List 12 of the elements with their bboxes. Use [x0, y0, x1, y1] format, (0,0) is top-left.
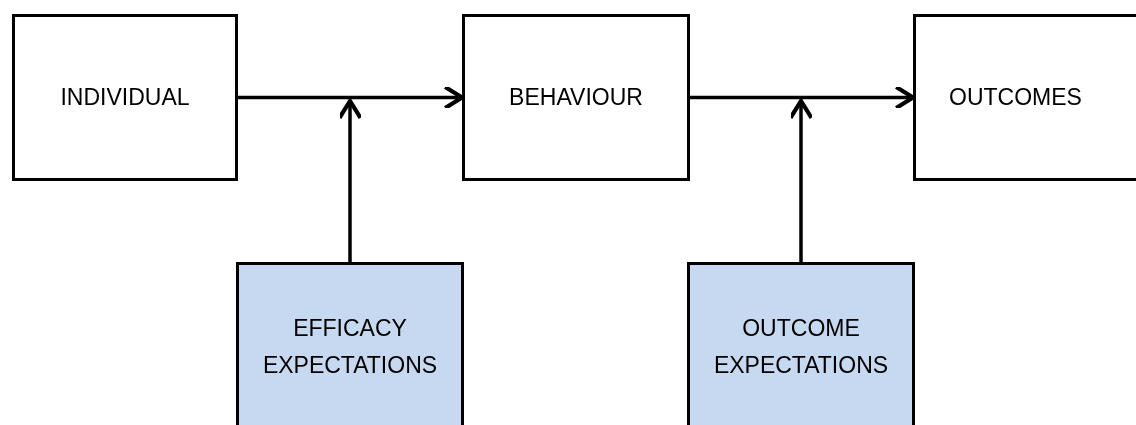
box-label: OUTCOMES — [949, 83, 1082, 112]
box-label: BEHAVIOUR — [509, 83, 643, 112]
arrow — [788, 98, 814, 262]
process-box — [236, 262, 464, 425]
process-box — [462, 14, 690, 181]
process-box — [12, 14, 238, 181]
process-box — [687, 262, 915, 425]
box-label: EFFICACY EXPECTATIONS — [261, 314, 439, 380]
arrow — [337, 98, 363, 262]
box-label: OUTCOME EXPECTATIONS — [712, 314, 890, 380]
box-label: INDIVIDUAL — [60, 83, 190, 112]
process-box — [913, 14, 1136, 181]
